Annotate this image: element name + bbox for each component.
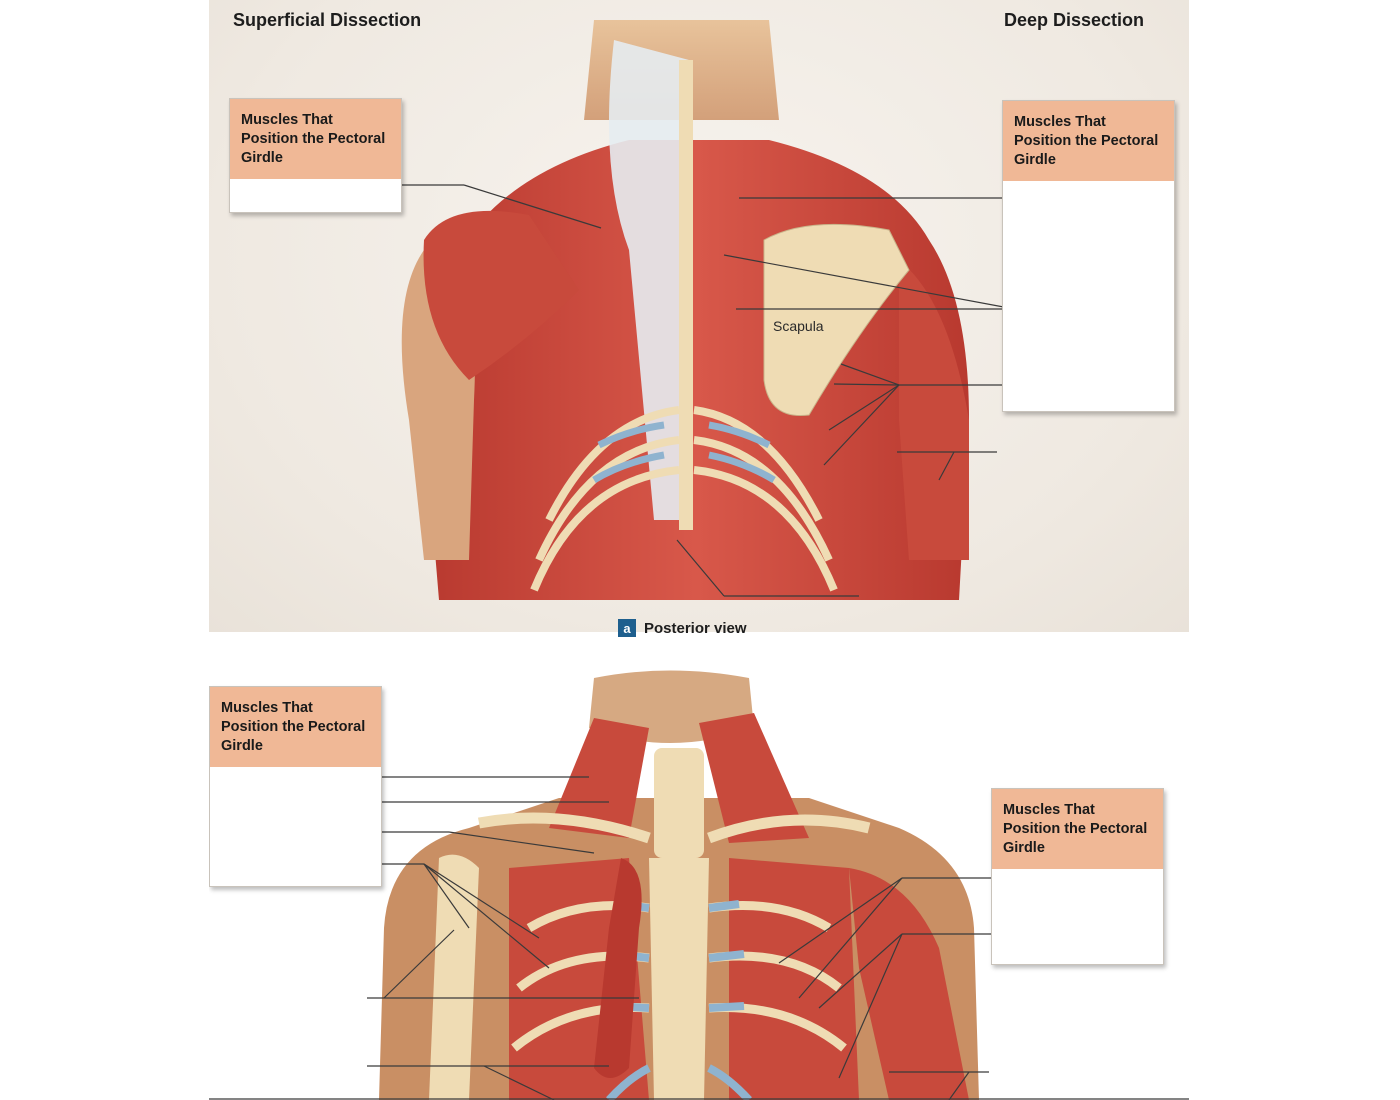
posterior-illustration [392, 20, 1010, 600]
caption-text: Posterior view [644, 619, 747, 637]
sternum [649, 858, 709, 1100]
label-box-title: Muscles That Position the Pectoral Girdl… [1003, 101, 1174, 181]
left-humerus [429, 854, 479, 1100]
cartilage-left [592, 421, 665, 484]
vertebral-column [679, 60, 693, 530]
neck-muscle-right [699, 713, 809, 843]
scapula [763, 223, 910, 417]
pectoralis-minor-left [594, 858, 642, 1078]
anterior-illustration [209, 670, 1189, 1100]
heading-deep-dissection: Deep Dissection [1004, 10, 1145, 30]
right-arm-muscle [899, 260, 969, 560]
leader-lines-bottom [209, 776, 1189, 1100]
caption-letter-badge: a [618, 619, 636, 637]
clavicle-left [477, 812, 651, 844]
left-deltoid [423, 210, 579, 380]
back-muscle-mass [423, 140, 969, 600]
label-box-deep: Muscles That Position the Pectoral Girdl… [1002, 100, 1175, 412]
label-box-title: Muscles That Position the Pectoral Girdl… [992, 789, 1163, 869]
anterior-view-panel: Muscles That Position the Pectoral Girdl… [209, 668, 1189, 1100]
cartilage-right [708, 421, 776, 484]
cervical-spine [654, 748, 704, 858]
label-box-title: Muscles That Position the Pectoral Girdl… [210, 687, 381, 767]
trapezius-aponeurosis [609, 40, 689, 520]
scapula-label: Scapula [773, 318, 824, 334]
label-box-anterior-left: Muscles That Position the Pectoral Girdl… [209, 686, 382, 887]
posterior-view-panel: Superficial Dissection Deep Dissection M… [209, 0, 1189, 632]
label-box-title: Muscles That Position the Pectoral Girdl… [230, 99, 401, 179]
right-arm-muscle [849, 868, 969, 1100]
chest-muscles-right [729, 858, 859, 1100]
label-box-superficial: Muscles That Position the Pectoral Girdl… [229, 98, 402, 213]
heading-superficial-dissection: Superficial Dissection [233, 10, 422, 30]
label-box-anterior-right: Muscles That Position the Pectoral Girdl… [991, 788, 1164, 965]
neck-muscle-left [549, 718, 649, 838]
leader-lines-top [392, 184, 1010, 597]
clavicle-right [707, 814, 871, 844]
figure-a-caption: a Posterior view [618, 619, 747, 637]
